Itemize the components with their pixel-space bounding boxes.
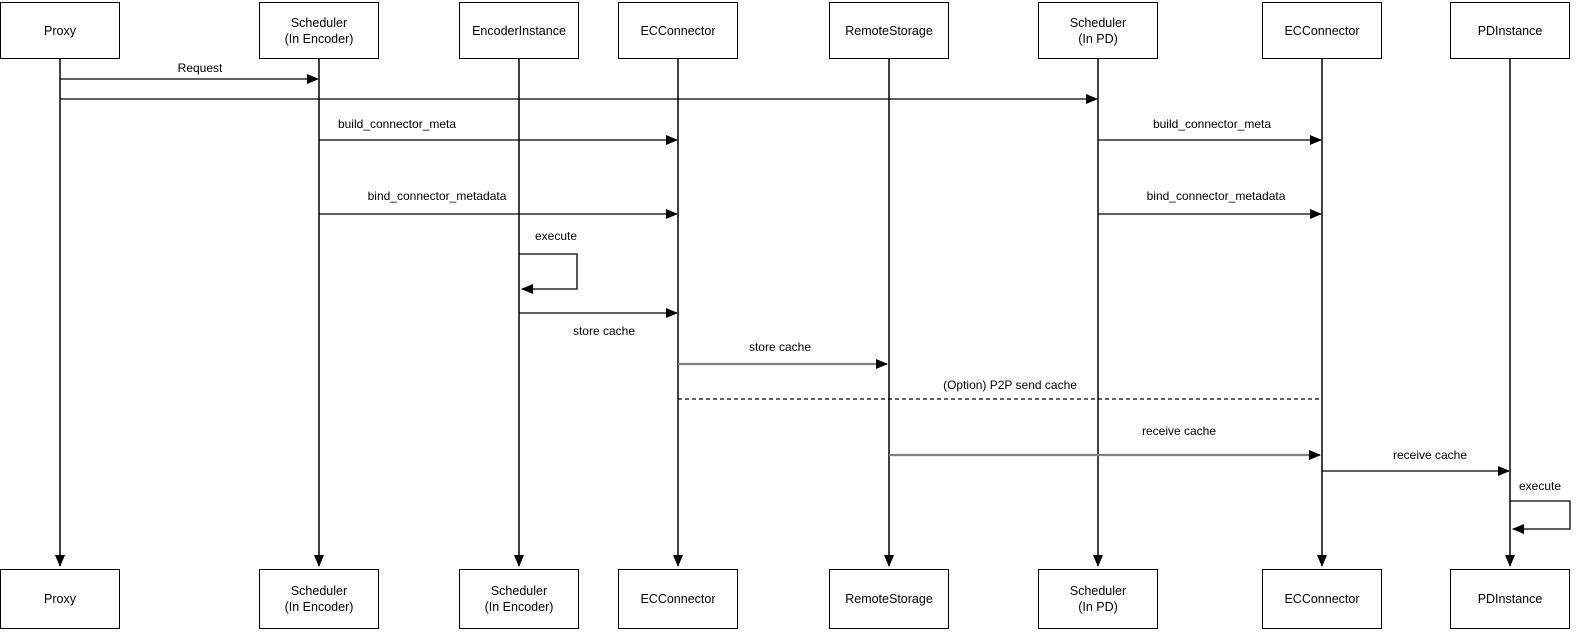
participant-label: Proxy <box>44 23 76 38</box>
participant-bottom-ec-connector: ECConnector <box>618 569 738 629</box>
participant-top-encoder-instance: EncoderInstance <box>459 2 579 59</box>
participant-top-ec-connector-pd: ECConnector <box>1262 2 1382 59</box>
participant-bottom-remote-storage: RemoteStorage <box>829 569 949 629</box>
participant-label: RemoteStorage <box>845 23 933 38</box>
participant-top-remote-storage: RemoteStorage <box>829 2 949 59</box>
message-label-request: Request <box>177 61 223 75</box>
participant-label: ECConnector <box>640 592 716 606</box>
participant-bottom-pd-instance: PDInstance <box>1450 569 1570 629</box>
participant-top-ec-connector: ECConnector <box>618 2 738 59</box>
participant-label: ECConnector <box>1284 23 1360 38</box>
participant-label: RemoteStorage <box>845 592 933 606</box>
participant-top-proxy: Proxy <box>0 2 120 59</box>
message-label-receive-cache-remote: receive cache <box>1141 424 1217 438</box>
message-label-p2p-send-cache: (Option) P2P send cache <box>943 378 1077 392</box>
message-label-build-connector-meta-encoder: build_connector_meta <box>337 117 457 131</box>
participant-label: Proxy <box>44 592 76 606</box>
message-label-execute-encoder: execute <box>534 229 578 243</box>
participant-top-scheduler-encoder: Scheduler (In Encoder) <box>259 2 379 59</box>
message-label-store-cache-remote: store cache <box>748 340 812 354</box>
message-label-receive-cache-pd: receive cache <box>1392 448 1468 462</box>
participant-label: Scheduler (In Encoder) <box>284 584 354 614</box>
participant-label: EncoderInstance <box>472 23 566 38</box>
participant-bottom-scheduler-pd: Scheduler (In PD) <box>1038 569 1158 629</box>
message-arrow-execute-pd-self-loop <box>1510 500 1571 534</box>
participant-label: Scheduler (In Encoder) <box>484 584 554 614</box>
message-label-store-cache-encoder: store cache <box>572 324 636 338</box>
participant-label: PDInstance <box>1477 23 1543 38</box>
participant-label: ECConnector <box>1284 592 1360 606</box>
participant-bottom-proxy: Proxy <box>0 569 120 629</box>
message-label-bind-connector-metadata-encoder: bind_connector_metadata <box>367 189 507 203</box>
participant-top-scheduler-pd: Scheduler (In PD) <box>1038 2 1158 59</box>
participant-bottom-ec-connector-pd: ECConnector <box>1262 569 1382 629</box>
message-label-execute-pd: execute <box>1518 479 1562 493</box>
participant-label: Scheduler (In Encoder) <box>284 15 354 46</box>
participant-label: ECConnector <box>640 23 716 38</box>
participant-bottom-scheduler-encoder: Scheduler (In Encoder) <box>259 569 379 629</box>
message-label-bind-connector-metadata-pd: bind_connector_metadata <box>1146 189 1286 203</box>
message-label-build-connector-meta-pd: build_connector_meta <box>1152 117 1272 131</box>
message-arrow-execute-encoder-self-loop <box>519 253 578 294</box>
participant-top-pd-instance: PDInstance <box>1450 2 1570 59</box>
participant-label: Scheduler (In PD) <box>1069 15 1127 46</box>
participant-label: Scheduler (In PD) <box>1069 584 1127 614</box>
participant-bottom-encoder-instance: Scheduler (In Encoder) <box>459 569 579 629</box>
participant-label: PDInstance <box>1477 592 1543 606</box>
